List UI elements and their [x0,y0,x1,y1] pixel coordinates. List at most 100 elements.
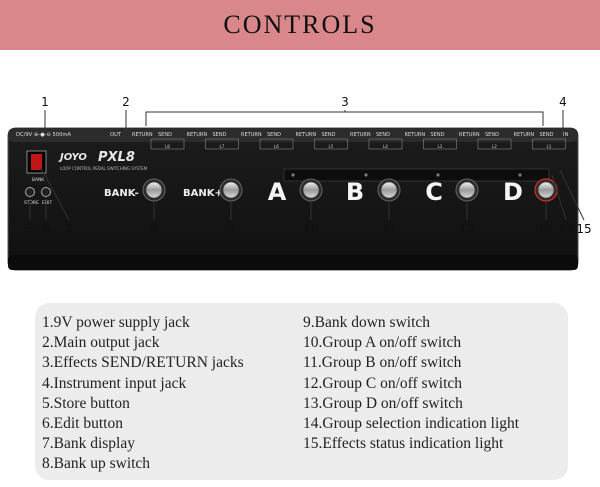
pedal-top-edge [8,128,578,142]
group-b-letter: B [346,178,364,206]
pedal-bottom-edge [8,255,578,270]
out-label: OUT [110,132,122,138]
in-label: IN [563,132,569,138]
send-label: SEND [267,132,281,138]
legend-item: 10.Group A on/off switch [303,334,462,352]
group-light [518,173,522,177]
legend-item: 6.Edit button [42,415,123,433]
callout-number: 10 [303,222,318,236]
return-label: RETURN [241,132,262,138]
loop-label: L3 [438,144,443,149]
callout-3-bracket [145,111,544,126]
callout-number: 7 [65,222,73,236]
group-a-switch-cap [302,181,320,199]
group-c-switch-cap [458,181,476,199]
callout-number: 6 [42,222,50,236]
group-d-letter: D [503,178,523,206]
legend-item: 7.Bank display [42,435,135,453]
send-label: SEND [540,132,554,138]
return-label: RETURN [132,132,153,138]
loop-box [423,138,457,150]
legend-item: 1.9V power supply jack [42,314,190,331]
return-label: RETURN [296,132,317,138]
legend-item: 9.Bank down switch [303,314,431,331]
header-band: CONTROLS [0,0,600,50]
page-title: CONTROLS [223,10,377,39]
legend-item: 3.Effects SEND/RETURN jacks [42,354,244,372]
group-light [436,173,440,177]
loop-label: L8 [165,144,170,149]
legend-item: 11.Group B on/off switch [303,354,462,372]
legend-item: 14.Group selection indication light [303,415,520,433]
callout-number: 8 [150,222,158,236]
callout-number: 13 [538,222,553,236]
send-label: SEND [322,132,336,138]
edit-label: EDIT [42,200,52,206]
edit-button[interactable] [41,187,51,197]
loop-label: L4 [383,144,388,149]
group-c-letter: C [425,178,443,206]
bank-up-switch-cap [222,181,240,199]
callout-leader-line [40,167,70,221]
loop-label: L1 [547,144,552,149]
send-label: SEND [158,132,172,138]
loop-box [205,138,239,150]
legend-item: 12.Group C on/off switch [303,374,463,392]
send-label: SEND [485,132,499,138]
bank-label: BANK [32,177,44,183]
loop-box [368,138,403,150]
legend-item: 13.Group D on/off switch [303,394,463,412]
legend-box: 1.9V power supply jack 2.Main output jack… [35,303,568,480]
send-label: SEND [376,132,390,138]
callout-number: 4 [559,95,567,109]
group-light [291,173,295,177]
send-label: SEND [431,132,445,138]
bank-down-switch-cap [145,181,163,199]
loop-label: L5 [329,144,334,149]
group-light [364,173,368,177]
loop-label: L2 [492,144,497,149]
loop-box [477,138,512,150]
callout-number: 11 [381,222,396,236]
send-label: SEND [213,132,227,138]
loop-label: L7 [220,144,225,149]
brand-logo: JOYO [58,152,87,163]
legend-item: 5.Store button [42,394,130,412]
loop-label: L6 [274,144,279,149]
group-b-switch-cap [380,181,398,199]
store-label: STORE [24,200,39,206]
legend-item: 8.Bank up switch [42,455,151,473]
callout-leader-line [551,174,567,221]
legend-column-left: 1.9V power supply jack 2.Main output jack… [42,313,244,475]
loop-box [314,138,348,150]
group-a-letter: A [268,178,287,206]
store-button[interactable] [25,187,35,197]
callout-number: 14 [558,222,573,236]
callout-number: 12 [459,222,474,236]
callout-leader-line [559,169,585,221]
legend-item: 2.Main output jack [42,334,160,352]
send-return-labels: RETURN SEND L8 RETURN SEND L7 RETURN SEND L6 RETU… [132,132,566,150]
callout-number: 15 [576,222,591,236]
legend-column-right: 9.Bank down switch 10.Group A on/off swit… [303,313,519,454]
bank-up-label: BANK+ [183,188,223,199]
return-label: RETURN [405,132,426,138]
return-label: RETURN [187,132,208,138]
indicator-strip [283,168,550,182]
callout-number: 3 [341,95,349,109]
legend-item: 15.Effects status indication light [303,435,504,453]
loop-box [150,138,185,150]
device-subtitle: LOOP CONTROL PEDAL SWITCHING SYSTEM [60,166,148,171]
return-label: RETURN [459,132,480,138]
callout-number: 9 [227,222,235,236]
callout-number: 2 [122,95,130,109]
callout-number: 1 [41,95,49,109]
return-label: RETURN [350,132,371,138]
bank-down-label: BANK- [104,188,139,199]
loop-box [259,138,294,150]
loop-box [532,138,566,150]
return-label: RETURN [514,132,535,138]
group-d-switch-cap [537,181,555,199]
callout-number: 5 [26,222,34,236]
